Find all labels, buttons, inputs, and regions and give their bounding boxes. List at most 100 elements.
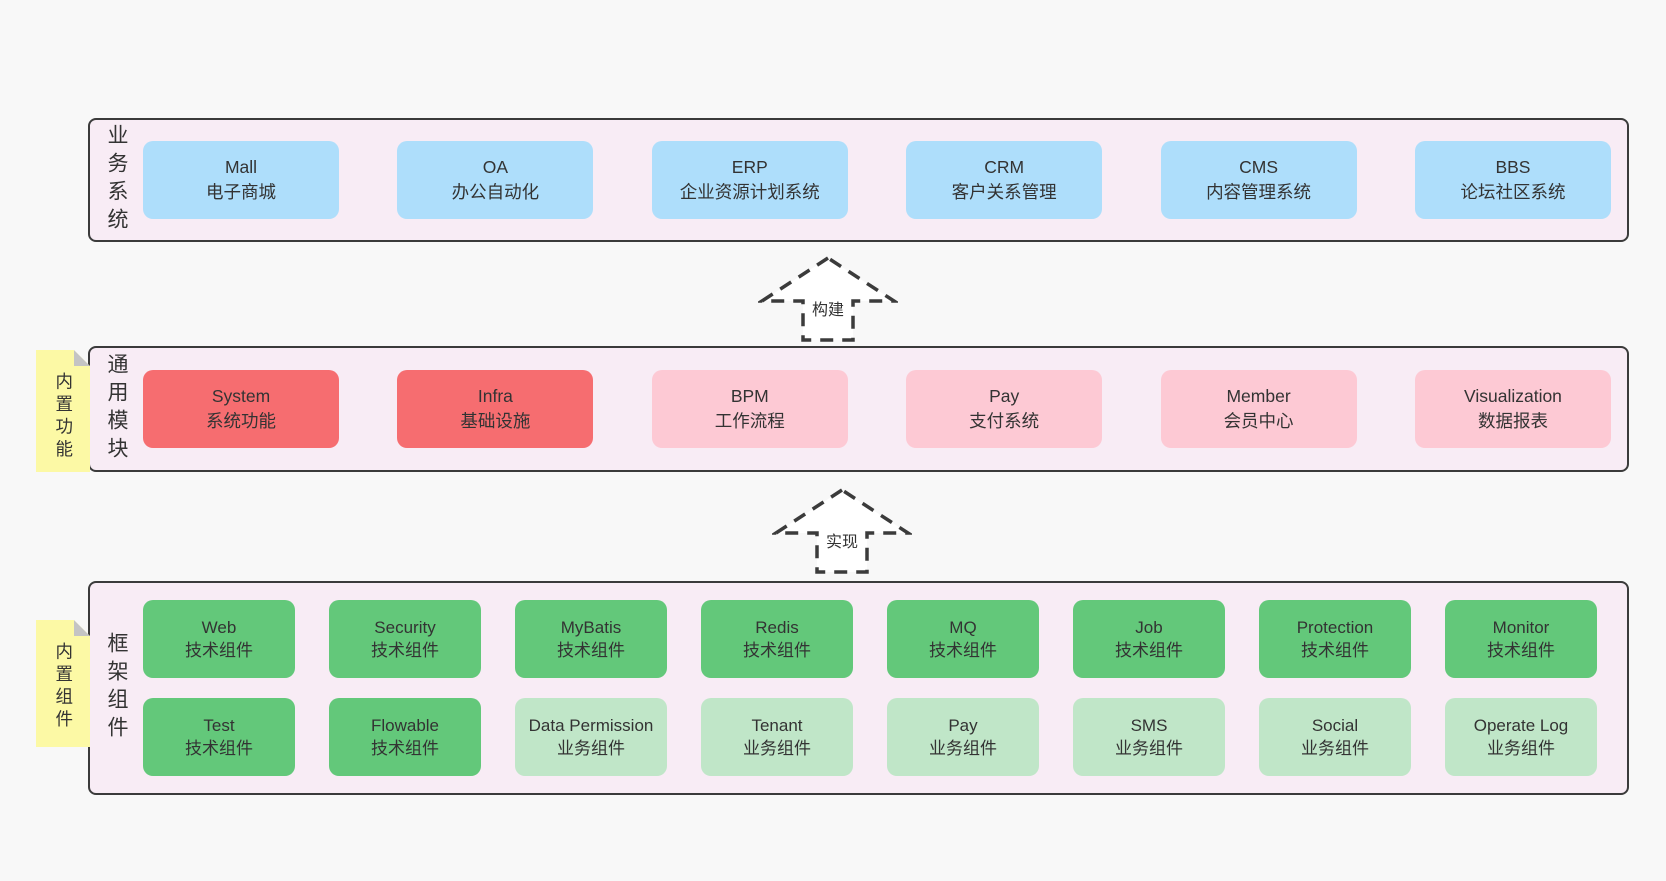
box-title: MQ	[949, 617, 977, 637]
box-pay: Pay 支付系统	[906, 370, 1103, 448]
box-subtitle: 业务组件	[1301, 739, 1369, 758]
box-mq: MQ 技术组件	[887, 600, 1039, 678]
band-label-common-modules: 通用模块	[105, 353, 128, 465]
box-flowable: Flowable 技术组件	[329, 698, 481, 776]
box-subtitle: 业务组件	[1115, 739, 1183, 758]
box-title: CRM	[984, 157, 1025, 178]
box-subtitle: 系统功能	[206, 411, 276, 431]
band-business-systems: 业务系统 Mall 电子商城 OA 办公自动化 ERP 企业资源计划系统 CRM…	[88, 118, 1629, 242]
box-data-permission: Data Permission 业务组件	[515, 698, 667, 776]
box-subtitle: 会员中心	[1223, 411, 1294, 431]
box-title: MyBatis	[560, 617, 622, 637]
box-title: Test	[203, 715, 235, 735]
box-monitor: Monitor 技术组件	[1445, 600, 1597, 678]
box-title: Infra	[477, 386, 513, 407]
box-title: Monitor	[1492, 617, 1550, 637]
note-label: 内置组件	[53, 642, 74, 732]
box-bbs: BBS 论坛社区系统	[1414, 141, 1611, 219]
box-title: Pay	[989, 386, 1020, 407]
box-title: Flowable	[370, 715, 440, 735]
box-subtitle: 技术组件	[371, 641, 439, 660]
box-subtitle: 办公自动化	[451, 182, 540, 202]
box-title: ERP	[731, 157, 768, 178]
box-subtitle: 内容管理系统	[1206, 182, 1312, 202]
band-label-business-systems: 业务系统	[105, 124, 128, 236]
box-title: System	[211, 386, 271, 407]
box-mall: Mall 电子商城	[143, 141, 339, 219]
arrow-implement-icon: 实现	[772, 487, 912, 575]
box-redis: Redis 技术组件	[701, 600, 853, 678]
box-web: Web 技术组件	[143, 600, 295, 678]
modules-box-row: System 系统功能 Infra 基础设施 BPM 工作流程 Pay 支付系统…	[133, 370, 1627, 448]
box-visualization: Visualization 数据报表	[1414, 370, 1611, 448]
box-subtitle: 技术组件	[185, 739, 253, 758]
box-subtitle: 论坛社区系统	[1460, 182, 1566, 202]
band-framework-components: 框架组件 Web 技术组件 Security 技术组件 MyBatis 技术组件…	[88, 581, 1629, 795]
box-subtitle: 技术组件	[1301, 641, 1369, 660]
box-social: Social 业务组件	[1259, 698, 1411, 776]
box-title: Job	[1135, 617, 1163, 637]
business-box-row: Mall 电子商城 OA 办公自动化 ERP 企业资源计划系统 CRM 客户关系…	[133, 141, 1627, 219]
box-mybatis: MyBatis 技术组件	[515, 600, 667, 678]
box-title: Tenant	[751, 715, 803, 735]
box-bpm: BPM 工作流程	[651, 370, 848, 448]
framework-rows: Web 技术组件 Security 技术组件 MyBatis 技术组件 Redi…	[133, 600, 1627, 776]
box-subtitle: 企业资源计划系统	[679, 182, 820, 202]
box-title: BPM	[730, 386, 769, 407]
box-subtitle: 支付系统	[969, 411, 1040, 431]
box-subtitle: 电子商城	[206, 182, 276, 202]
box-member: Member 会员中心	[1160, 370, 1357, 448]
framework-row-2: Test 技术组件 Flowable 技术组件 Data Permission …	[133, 698, 1627, 776]
box-subtitle: 业务组件	[929, 739, 997, 758]
box-pay-business: Pay 业务组件	[887, 698, 1039, 776]
box-title: Data Permission	[528, 715, 654, 735]
box-title: Mall	[224, 157, 258, 178]
box-security: Security 技术组件	[329, 600, 481, 678]
box-title: Security	[374, 617, 436, 637]
box-subtitle: 技术组件	[1115, 641, 1183, 660]
box-subtitle: 客户关系管理	[951, 182, 1057, 202]
box-subtitle: 数据报表	[1477, 411, 1548, 431]
box-system: System 系统功能	[143, 370, 339, 448]
box-title: Redis	[755, 617, 799, 637]
box-title: OA	[482, 157, 509, 178]
box-infra: Infra 基础设施	[397, 370, 594, 448]
box-operate-log: Operate Log 业务组件	[1445, 698, 1597, 776]
box-oa: OA 办公自动化	[397, 141, 594, 219]
box-erp: ERP 企业资源计划系统	[651, 141, 848, 219]
box-subtitle: 技术组件	[557, 641, 625, 660]
box-title: Visualization	[1463, 386, 1562, 407]
box-subtitle: 技术组件	[371, 739, 439, 758]
box-title: Pay	[948, 715, 978, 735]
box-subtitle: 技术组件	[743, 641, 811, 660]
box-subtitle: 业务组件	[1487, 739, 1555, 758]
band-label-framework-components: 框架组件	[105, 632, 128, 744]
box-tenant: Tenant 业务组件	[701, 698, 853, 776]
box-subtitle: 业务组件	[743, 739, 811, 758]
arrow-implement-label: 实现	[822, 528, 862, 552]
box-sms: SMS 业务组件	[1073, 698, 1225, 776]
box-title: Operate Log	[1473, 715, 1569, 735]
band-common-modules: 通用模块 System 系统功能 Infra 基础设施 BPM 工作流程 Pay…	[88, 346, 1629, 472]
box-title: CMS	[1239, 157, 1278, 178]
box-subtitle: 技术组件	[929, 641, 997, 660]
box-crm: CRM 客户关系管理	[906, 141, 1103, 219]
box-subtitle: 工作流程	[714, 411, 785, 431]
box-cms: CMS 内容管理系统	[1160, 141, 1357, 219]
arrow-build-icon: 构建	[758, 255, 898, 343]
arrow-build-label: 构建	[808, 296, 848, 320]
box-subtitle: 业务组件	[557, 739, 625, 758]
sticky-note-built-in-components: 内置组件	[36, 620, 90, 747]
box-subtitle: 技术组件	[185, 641, 253, 660]
box-title: Protection	[1296, 617, 1374, 637]
box-subtitle: 基础设施	[460, 411, 531, 431]
box-title: BBS	[1495, 157, 1531, 178]
box-title: Member	[1226, 386, 1291, 407]
note-label: 内置功能	[53, 372, 74, 462]
box-job: Job 技术组件	[1073, 600, 1225, 678]
box-title: Social	[1311, 715, 1359, 735]
box-test: Test 技术组件	[143, 698, 295, 776]
box-subtitle: 技术组件	[1487, 641, 1555, 660]
framework-row-1: Web 技术组件 Security 技术组件 MyBatis 技术组件 Redi…	[133, 600, 1627, 678]
